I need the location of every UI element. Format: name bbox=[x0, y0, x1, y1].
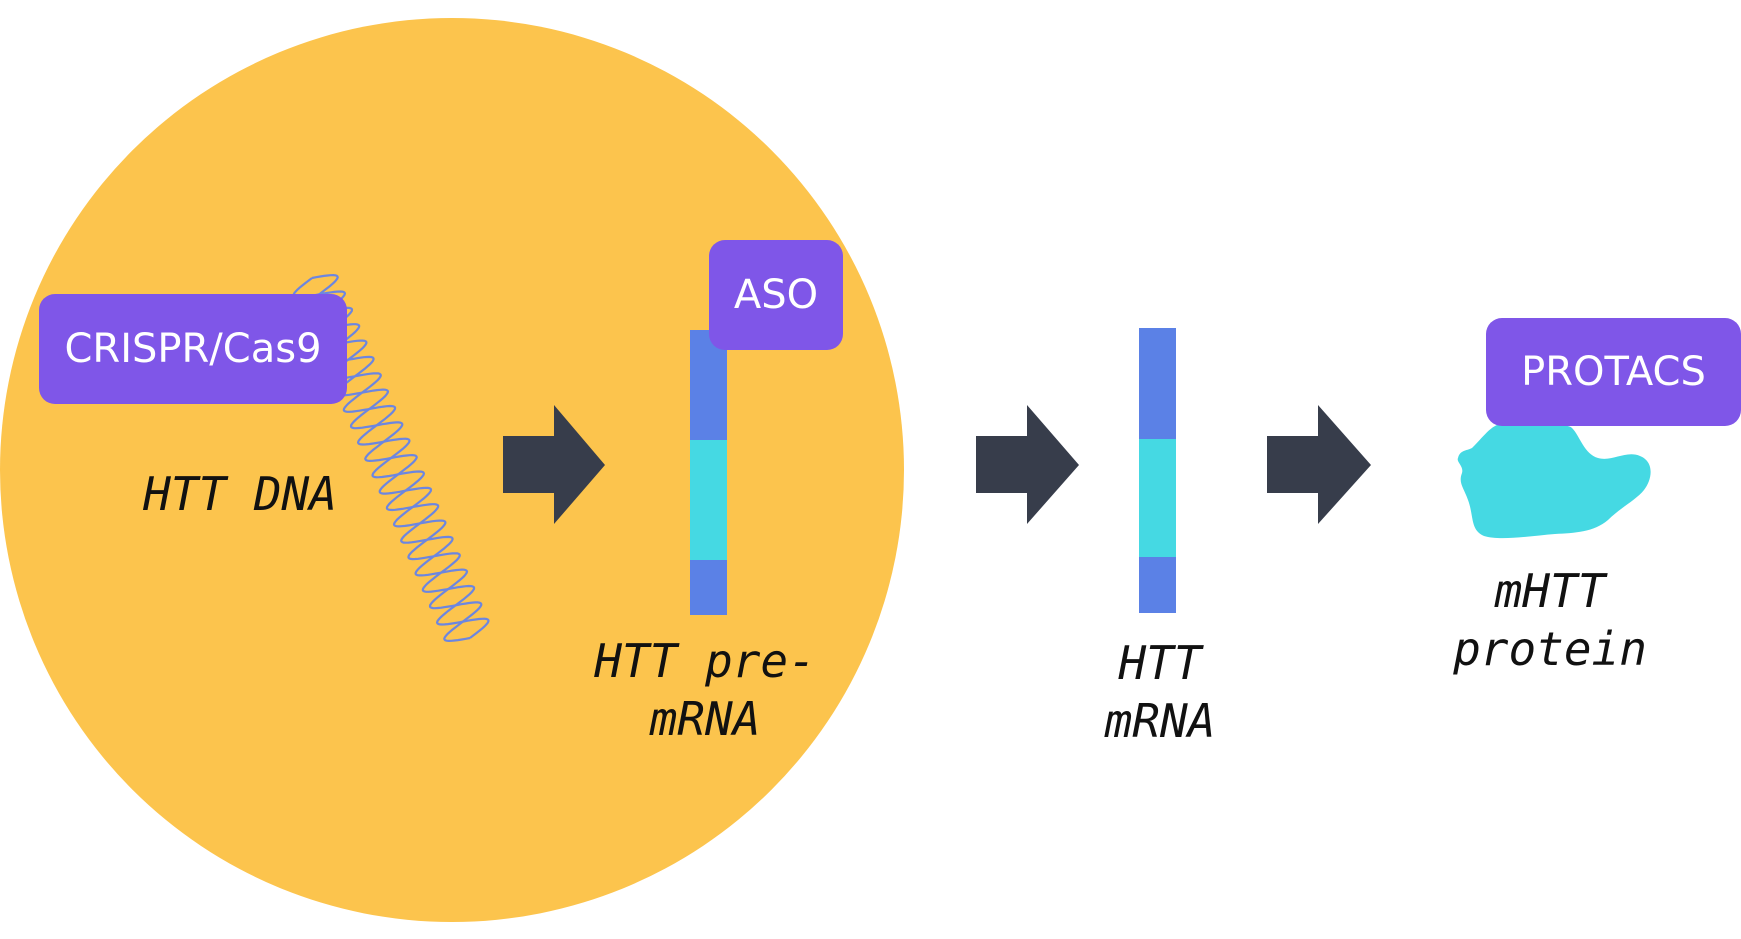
arrow-icon-1 bbox=[503, 405, 605, 524]
mhtt-protein-label: mHTT protein bbox=[1453, 564, 1647, 676]
htt-dna-label: HTT DNA bbox=[143, 467, 337, 521]
aso-box: ASO bbox=[709, 240, 843, 350]
mhtt-protein-shape bbox=[1457, 423, 1651, 539]
nucleus-circle bbox=[0, 18, 904, 922]
crispr-cas9-box: CRISPR/Cas9 bbox=[39, 294, 347, 404]
arrow-icon-2 bbox=[976, 405, 1079, 524]
htt-mrna-label: HTT mRNA bbox=[1104, 636, 1216, 748]
pre-mrna-strand bbox=[690, 330, 727, 615]
protacs-box: PROTACS bbox=[1486, 318, 1741, 426]
arrow-icon-3 bbox=[1267, 405, 1371, 524]
crispr-cas9-label: CRISPR/Cas9 bbox=[64, 326, 322, 372]
aso-label: ASO bbox=[733, 272, 819, 318]
mrna-strand bbox=[1139, 328, 1176, 613]
protacs-label: PROTACS bbox=[1521, 349, 1706, 395]
htt-pre-mrna-label: HTT pre- mRNA bbox=[594, 634, 816, 746]
